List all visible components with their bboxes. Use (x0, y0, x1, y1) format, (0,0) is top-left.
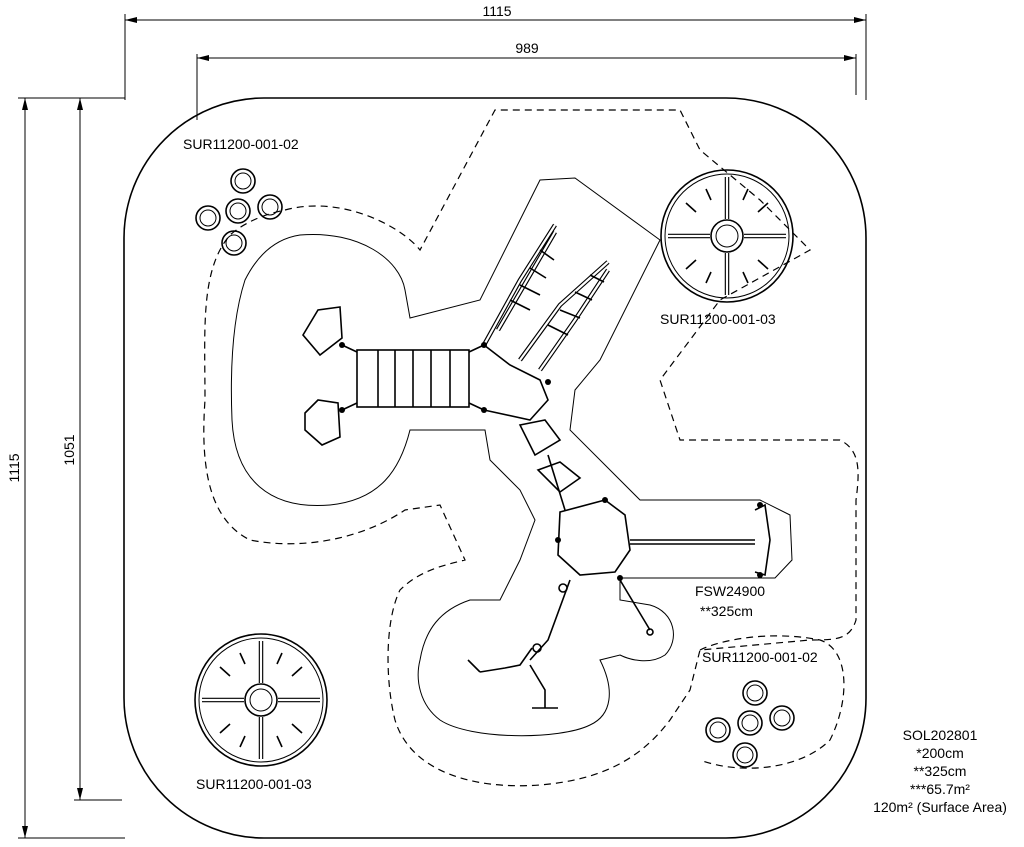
legend-line-2: **325cm (914, 763, 967, 779)
stepping-stones-top-left (195, 168, 283, 256)
legend-line-1: *200cm (916, 745, 963, 761)
legend-code: SOL202801 (903, 727, 978, 743)
label-sur-top-right: SUR11200-001-03 (660, 311, 776, 327)
dimension-left-outer: 1115 (6, 97, 125, 839)
spinner-disc-top-right (660, 169, 794, 303)
site-boundary (123, 97, 867, 839)
label-sur-bottom-right: SUR11200-001-02 (702, 649, 818, 665)
dimension-top-inner: 989 (196, 40, 857, 120)
safety-zone-main (203, 109, 859, 787)
play-structure (302, 223, 771, 709)
inner-width-label: 989 (515, 40, 539, 56)
legend-block: SOL202801 *200cm **325cm ***65.7m² 120m²… (873, 727, 1007, 815)
label-sur-top-left: SUR11200-001-02 (183, 136, 299, 152)
dimension-left-inner: 1051 (61, 98, 122, 801)
dimension-top-outer: 1115 (124, 3, 867, 100)
outer-height-label: 1115 (6, 453, 22, 482)
legend-line-4: 120m² (Surface Area) (873, 799, 1007, 815)
label-sur-bottom-left: SUR11200-001-03 (196, 776, 312, 792)
legend-line-3: ***65.7m² (910, 781, 970, 797)
outer-width-label: 1115 (482, 3, 511, 19)
inner-height-label: 1051 (61, 434, 77, 465)
safety-zone-bottom-right (699, 635, 845, 769)
label-fsw-height: **325cm (700, 603, 753, 619)
label-fsw-code: FSW24900 (695, 583, 765, 599)
stepping-stones-bottom-right (705, 680, 795, 768)
surface-area-hatched (230, 177, 793, 737)
spinner-disc-bottom-left (194, 633, 328, 767)
